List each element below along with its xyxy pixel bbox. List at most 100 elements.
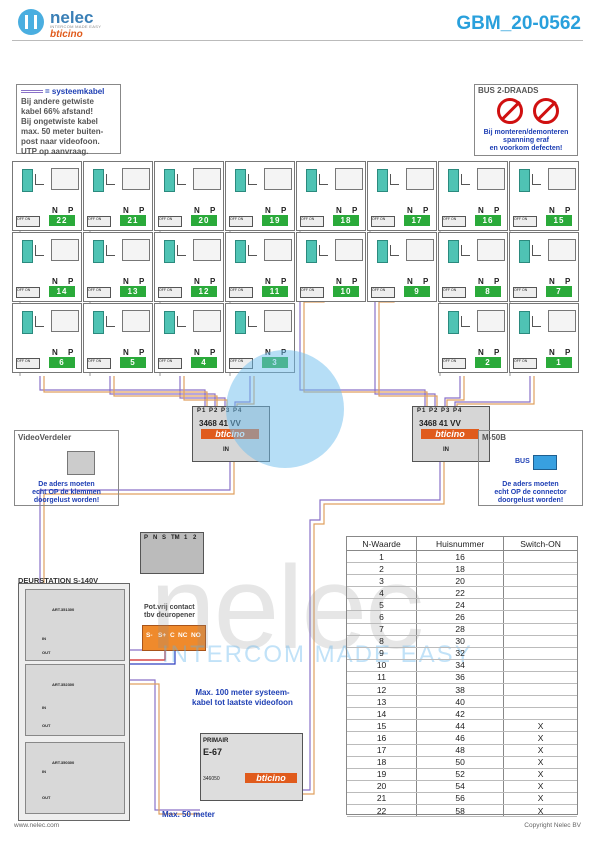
off-on-switch: OFF ON (513, 358, 537, 369)
bus-warning-text: Bij monteren/demonteren spanning eraf en… (477, 129, 575, 153)
cable-note-line: post naar videofoon. (21, 137, 100, 146)
table-cell: 58 (416, 804, 505, 818)
bus-wire-icon (177, 316, 186, 327)
table-cell: 22 (416, 586, 505, 600)
psu-code: 346050 (203, 776, 220, 782)
bus-wire-icon (532, 174, 541, 185)
np-terminals: N P (549, 206, 571, 215)
bus-module-icon (306, 240, 317, 263)
bus-wire-icon (177, 174, 186, 185)
off-on-switch: OFF ON (442, 287, 466, 298)
terminal-label: P (144, 535, 149, 541)
off-on-switch: OFF ON (371, 216, 395, 227)
bus-wire-icon (106, 316, 115, 327)
note-line: echt OP de klemmen (32, 489, 101, 496)
bus-wire-icon (390, 174, 399, 185)
table-cell: 38 (416, 683, 505, 697)
off-on-switch: OFF ON (300, 287, 324, 298)
cable-note-line: Bij andere getwiste (21, 97, 94, 106)
bus-warning-line: spanning eraf (503, 137, 549, 144)
np-terminals: N P (265, 206, 287, 215)
module-out: OUT (42, 650, 51, 655)
bus-wire-icon (319, 245, 328, 256)
watermark-logo-icon (226, 350, 344, 468)
videophone-screen-icon (122, 168, 150, 190)
bus-module-icon (93, 169, 104, 192)
table-cell: 52 (416, 768, 505, 781)
note-line: De aders moeten (502, 481, 559, 488)
relay-terminal: C (170, 632, 175, 639)
np-terminals: N P (336, 277, 358, 286)
table-cell: 17 (347, 744, 418, 757)
psu-title: PRIMAIR (203, 738, 229, 744)
table-header-row: N-Waarde Huisnummer Switch-ON (347, 537, 577, 551)
bus-warning-box: BUS 2-DRAADS Bij monteren/demonteren spa… (474, 84, 578, 156)
bus-module-icon (235, 311, 246, 334)
bus-module-icon (519, 169, 530, 192)
table-cell: 22 (347, 804, 418, 818)
table-cell: 34 (416, 659, 505, 672)
distributor-ports: P1 P2 P3 P4 (197, 408, 243, 414)
n-value-display: 12 (191, 286, 217, 297)
psu-model: E-67 (203, 747, 223, 757)
n-value-display: 19 (262, 215, 288, 226)
table-cell: 11 (347, 671, 418, 685)
table-cell: X (503, 731, 577, 745)
cable-note-line: kabel 66% afstand! (21, 107, 94, 116)
off-on-switch: OFF ON (442, 216, 466, 227)
table-cell (503, 671, 577, 685)
table-cell: 56 (416, 792, 505, 805)
bus-wire-icon (532, 316, 541, 327)
table-cell: 30 (416, 635, 505, 648)
door-module: ART.351300 IN OUT (25, 589, 125, 661)
videophone-screen-icon (477, 168, 505, 190)
door-module: ART.350300 IN OUT (25, 742, 125, 814)
table-cell: 6 (347, 610, 418, 624)
relay-note: Pot.vrij contact tbv deuropener (144, 604, 195, 620)
bus-module-icon (377, 169, 388, 192)
psu-brand: bticino (245, 773, 297, 783)
module-in: IN (42, 769, 46, 774)
door-module: ART.352300 IN OUT (25, 664, 125, 736)
logo-icon (18, 9, 44, 35)
np-terminals: N P (407, 206, 429, 215)
distributor-brand: bticino (421, 429, 479, 439)
n-value-display: 14 (49, 286, 75, 297)
videoverdeler-note: VideoVerdeler De aders moeten echt OP de… (14, 430, 119, 506)
n-value-display: 22 (49, 215, 75, 226)
off-on-switch: OFF ON (229, 216, 253, 227)
table-cell: X (503, 792, 577, 805)
n-value-display: 6 (49, 357, 75, 368)
table-cell: 28 (416, 623, 505, 636)
logo-mark-icon (25, 15, 37, 29)
off-on-switch: OFF ON (16, 216, 40, 227)
module-out: OUT (42, 795, 51, 800)
bus-module-icon (93, 240, 104, 263)
table-cell: 5 (347, 598, 418, 612)
document-code: GBM_20-0562 (456, 13, 581, 34)
table-cell: 14 (347, 707, 418, 721)
relay-terminal: S+ (158, 632, 167, 639)
n-value-display: 11 (262, 286, 288, 297)
table-cell (503, 574, 577, 588)
table-cell: 20 (416, 574, 505, 588)
module-in: IN (42, 705, 46, 710)
table-cell: 36 (416, 671, 505, 685)
n-value-display: 10 (333, 286, 359, 297)
off-on-switch: OFF ON (442, 358, 466, 369)
bus-module-icon (164, 240, 175, 263)
wire-blue (130, 650, 176, 665)
np-terminals: N P (478, 277, 500, 286)
